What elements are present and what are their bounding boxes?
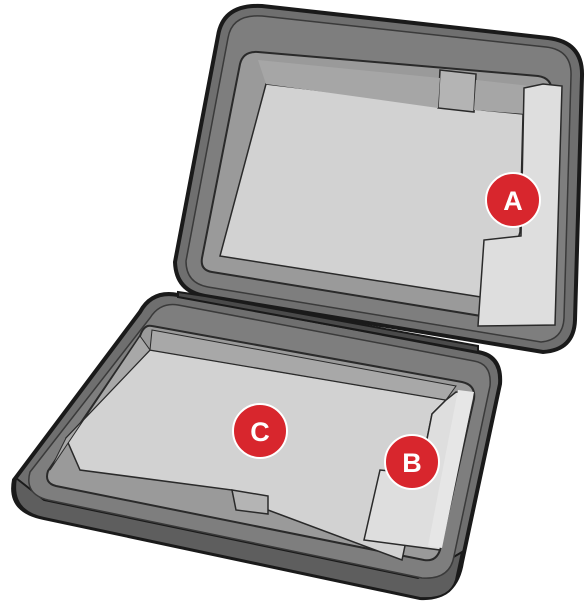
callout-c-label: C xyxy=(250,417,270,447)
lid-wall-shade-top-right xyxy=(474,80,530,114)
callout-b: B xyxy=(385,435,439,489)
lid-top-notch xyxy=(438,70,476,112)
callout-a-label: A xyxy=(503,186,523,216)
callout-b-label: B xyxy=(402,448,422,478)
callout-a: A xyxy=(486,173,540,227)
callout-c: C xyxy=(233,404,287,458)
